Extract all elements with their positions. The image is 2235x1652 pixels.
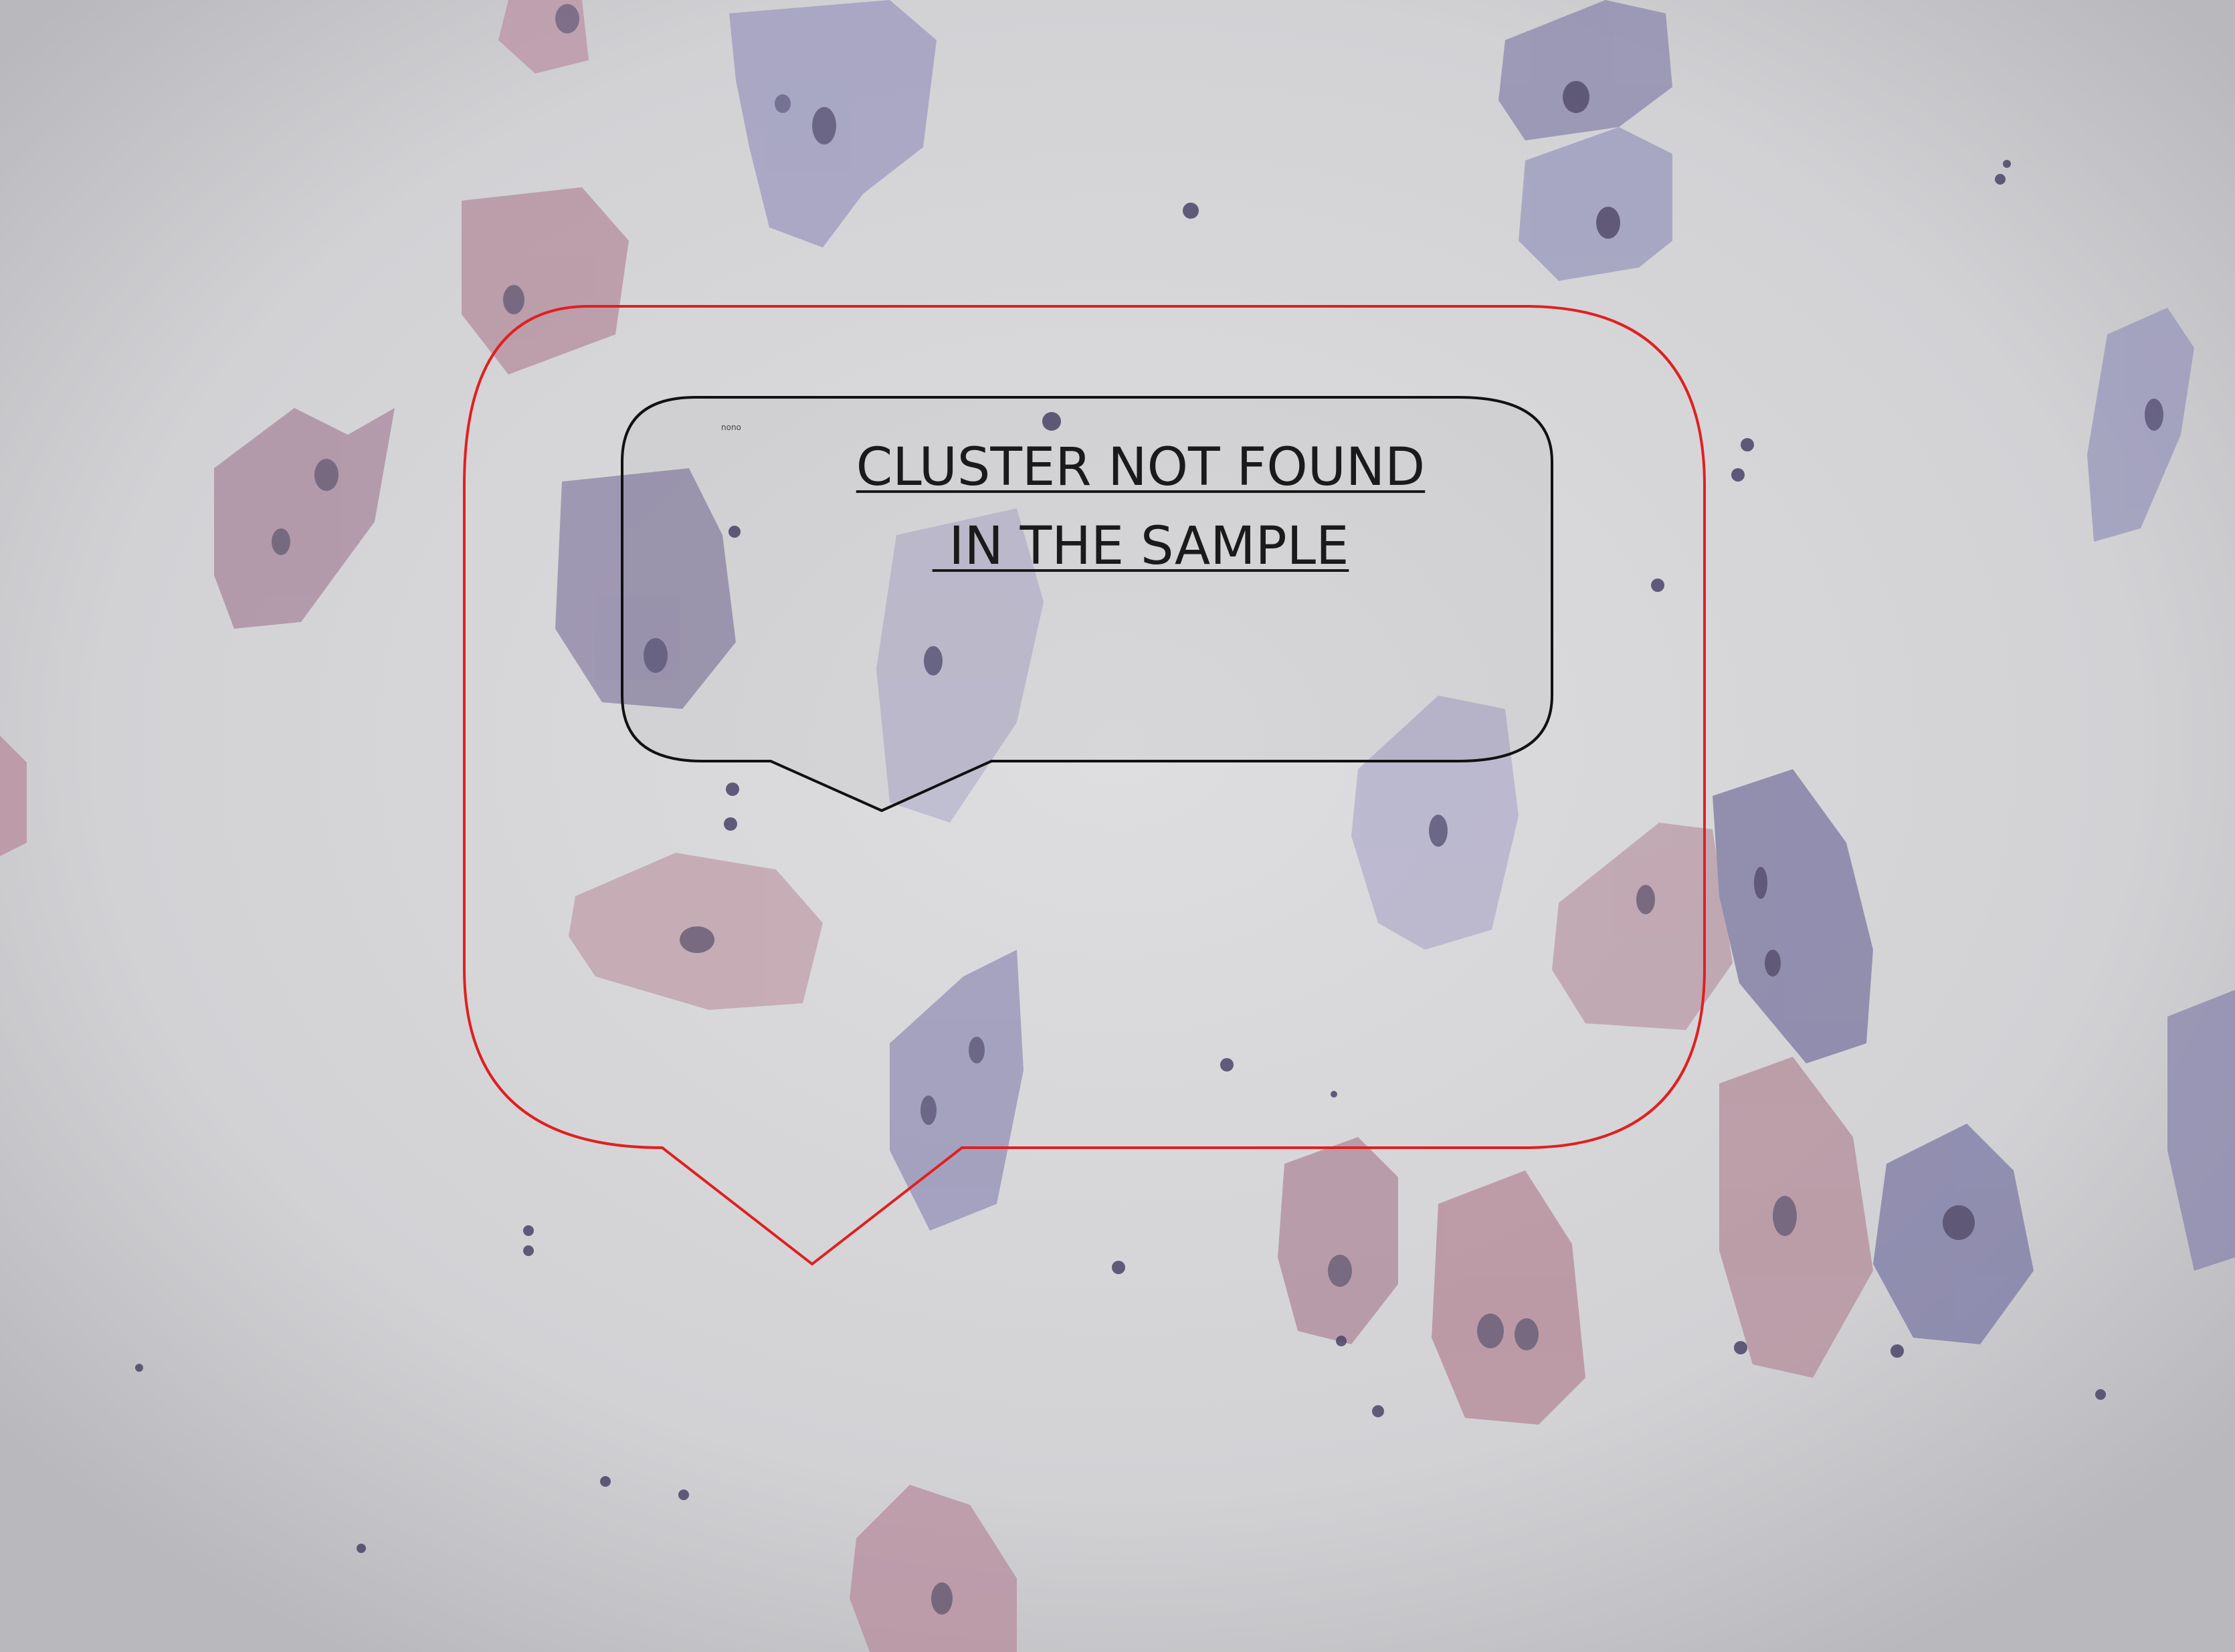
debris-dots (135, 160, 2106, 1553)
callout-message: CLUSTER NOT FOUND IN THE SAMPLE (722, 428, 1559, 586)
inner-callout-bubble (621, 396, 1553, 813)
callout-line-1: CLUSTER NOT FOUND (856, 437, 1426, 498)
small-annotation-label: nono (721, 423, 741, 432)
callout-line-2: IN THE SAMPLE (932, 516, 1349, 577)
outer-callout-bubble (463, 305, 1706, 1266)
